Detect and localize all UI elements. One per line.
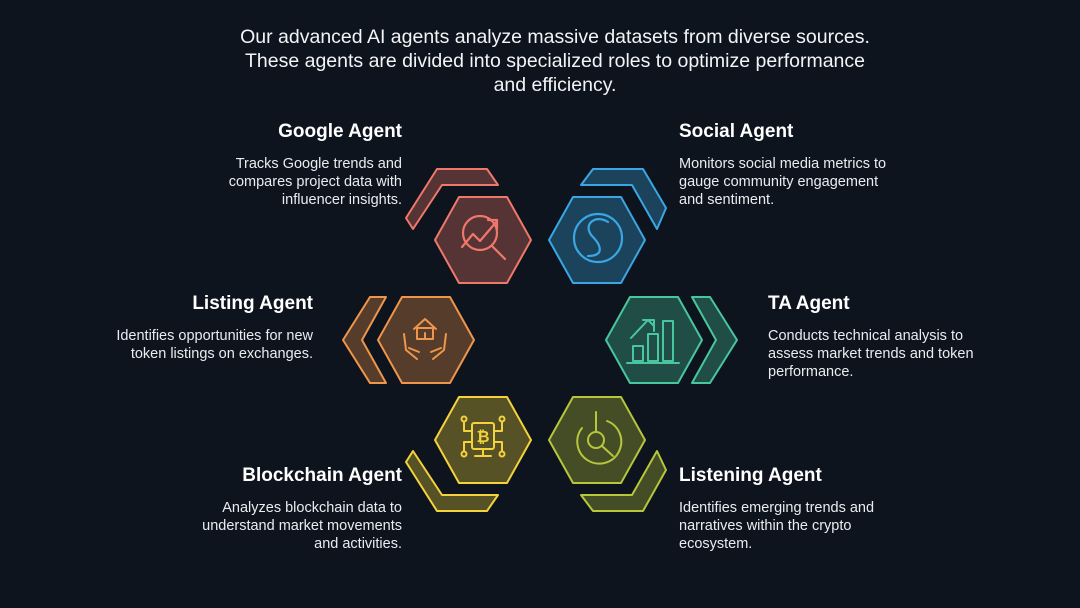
blockchain-hexagon [434, 396, 532, 484]
chart-search-icon [460, 214, 507, 261]
agent-ta-text: TA Agent Conducts technical analysis to … [768, 292, 1008, 381]
svg-text:₿: ₿ [476, 427, 489, 446]
ta-chevron [691, 296, 738, 384]
bar-chart-up-icon [626, 319, 680, 364]
agent-listening-graphic [548, 396, 667, 512]
agent-google-desc: Tracks Google trends and compares projec… [228, 156, 402, 208]
google-hexagon [434, 196, 532, 284]
agent-social-text: Social Agent Monitors social media metri… [679, 120, 939, 209]
agent-listening-text: Listening Agent Identifies emerging tren… [679, 464, 939, 553]
agent-ta-title: TA Agent [768, 293, 850, 314]
agent-google-title: Google Agent [278, 121, 402, 142]
agent-social-desc: Monitors social media metrics to gauge c… [679, 156, 887, 208]
google-chevron [405, 168, 499, 230]
hands-house-icon [403, 318, 447, 360]
agent-blockchain-title: Blockchain Agent [242, 465, 402, 486]
agent-listening-desc: Identifies emerging trends and narrative… [679, 500, 875, 552]
social-swirl-icon [572, 212, 624, 264]
agent-ta-graphic [605, 296, 738, 384]
blockchain-chevron [405, 450, 499, 512]
listening-hexagon [548, 396, 646, 484]
social-chevron [580, 168, 667, 230]
agent-ta-desc: Conducts technical analysis to assess ma… [768, 328, 974, 380]
listening-chevron [580, 450, 667, 512]
agent-blockchain-desc: Analyzes blockchain data to understand m… [202, 500, 402, 552]
listing-chevron [342, 296, 387, 384]
bitcoin-circuit-icon: ₿ [460, 415, 506, 458]
agent-listing-text: Listing Agent Identifies opportunities f… [60, 292, 313, 363]
ta-hexagon [605, 296, 703, 384]
social-hexagon [548, 196, 646, 284]
agent-listing-title: Listing Agent [192, 293, 313, 314]
agent-social-title: Social Agent [679, 121, 794, 142]
agent-google-text: Google Agent Tracks Google trends and co… [150, 120, 402, 209]
agent-listing-graphic [342, 296, 475, 384]
agent-google-graphic [405, 168, 532, 284]
agent-blockchain-text: Blockchain Agent Analyzes blockchain dat… [150, 464, 402, 553]
radar-search-icon [576, 411, 623, 465]
intro-text: Our advanced AI agents analyze massive d… [240, 26, 870, 96]
agent-social-graphic [548, 168, 667, 284]
agent-blockchain-graphic: ₿ [405, 396, 532, 512]
agent-listening-title: Listening Agent [679, 465, 822, 486]
agent-listing-desc: Identifies opportunities for new token l… [116, 328, 313, 362]
